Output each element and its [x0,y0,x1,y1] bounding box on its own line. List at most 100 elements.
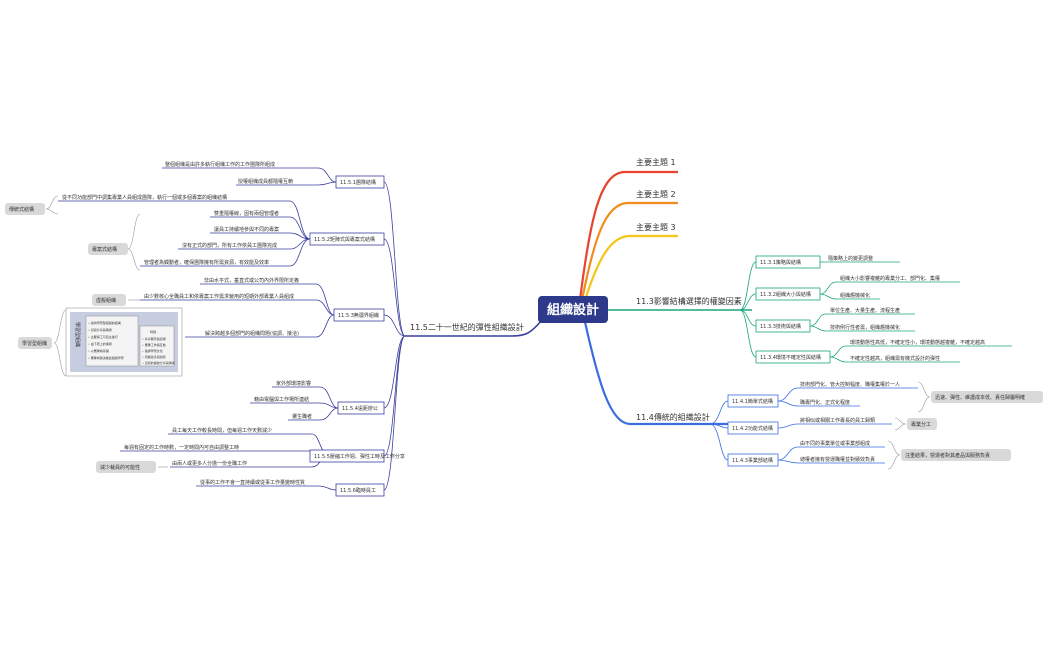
callout-1143-text: 注重結果，營運者對其產品與服務負責 [905,452,990,459]
root-title: 組織設計 [547,302,599,318]
item-1151-1: 授權組織成員都隨權互賴 [238,178,293,185]
item-1131-0: 隨策略上的變更調整 [828,255,873,262]
callout-virtual-org[interactable]: 虛擬組織 [92,294,126,306]
callout-virtual-text: 虛擬組織 [96,297,116,304]
item-1154-2: 遷生職者 [292,413,312,420]
svg-text:• 由下而上的溝通: • 由下而上的溝通 [88,341,112,346]
topic-1[interactable]: 主要主題 1 [636,157,676,167]
svg-text:特徵: 特徵 [150,329,156,334]
node-1151[interactable]: 11.5.1團隊結構 [335,175,385,189]
branch-line-114 [583,321,752,426]
node-1141-label: 11.4.1簡單式結構 [732,398,773,405]
item-1143-1: 總權者擁有營運職權並對績效負責 [800,456,875,463]
item-1155-0: 員工每天工作較長時間，但每週工作天數減少 [172,427,272,434]
item-1133-0: 單位生產、大量生產、流程生產 [830,307,900,314]
item-1143-0: 由不同的事業單位或事業部組成 [800,440,870,447]
node-1134-label: 11.3.4環境不確定性與結構 [760,354,821,361]
callout-1143[interactable]: 注重結果，營運者對其產品與服務負責 [901,449,1011,461]
node-1133-label: 11.3.3技術與結構 [760,323,801,330]
branch-115-label[interactable]: 11.5二十一世紀的彈性組織設計 [410,322,524,332]
svg-text:• 以團隊為基礎: • 以團隊為基礎 [88,348,109,353]
svg-text:• 持續改善與創新: • 持續改善與創新 [142,354,166,359]
image-caption: 學習型組織 [74,322,81,347]
node-1141[interactable]: 11.4.1簡單式結構 [727,394,779,408]
branch-114-label[interactable]: 11.4傳統的組織設計 [636,412,710,422]
image-card-left-text: • 提供學習型組織的結構 • 資訊分享與溝通 • 主要員工可自主進行 • 由下而… [88,320,124,360]
callout-1141-text: 迅速、彈性、維護成本低、責任歸屬明確 [935,394,1025,401]
branch-115-lines [58,167,406,491]
node-1156[interactable]: 11.5.6臨時員工 [335,483,385,497]
callout-learning-org[interactable]: 學習型組織 [18,337,52,349]
node-1131[interactable]: 11.3.1策略與結構 [755,255,821,269]
callout-project-structure[interactable]: 專案式結構 [88,243,128,255]
node-1132-label: 11.3.2組織大小與結構 [760,291,811,298]
svg-text:• 團隊成員決策並組織學習: • 團隊成員決策並組織學習 [88,355,124,360]
svg-text:• 團隊工作與互動: • 團隊工作與互動 [142,342,166,347]
callout-project-text: 專案式結構 [92,246,117,253]
topic-2[interactable]: 主要主題 2 [636,189,676,199]
callout-reduce-layoff[interactable]: 減少裁員的可能性 [96,461,156,473]
item-1132-1: 組織趨機械化 [840,292,870,299]
image-card-right-text: 特徵 • 共享願景與目標 • 團隊工作與互動 • 強調學習文化 • 持續改善與創… [142,329,175,365]
learning-org-image: • 提供學習型組織的結構 • 資訊分享與溝通 • 主要員工可自主進行 • 由下而… [65,307,183,377]
item-1141-1: 職專門化、正式化程度 [800,399,850,406]
item-1152-2: 讓員工持續地參與不同的專案 [214,226,279,233]
node-1134[interactable]: 11.3.4環境不確定性與結構 [755,350,831,364]
branch-113: 11.3影響結構選擇的權變因素 11.3.1策略與結構 隨策略上的變更調整 11… [636,255,1012,364]
svg-text:• 資訊的開放分享與溝通: • 資訊的開放分享與溝通 [142,360,175,365]
branch-line-topic3 [583,234,678,301]
callout-traditional-text: 傳統式結構 [9,206,34,213]
root-node[interactable]: 組織設計 [538,296,608,323]
node-1153[interactable]: 11.5.3無疆界組織 [333,308,385,322]
callout-learning-text: 學習型組織 [22,340,47,347]
node-1154[interactable]: 11.5.4遠距辦公 [337,401,385,415]
callout-brackets-114 [887,381,931,470]
callout-1141[interactable]: 迅速、彈性、維護成本低、責任歸屬明確 [931,391,1043,403]
callout-traditional-structure[interactable]: 傳統式結構 [5,203,45,215]
branch-line-topic2 [580,201,678,301]
node-1153-label: 11.5.3無疆界組織 [338,312,379,319]
item-1142-0: 將相似或相關工作專長的員工歸類 [800,417,875,424]
callout-1142-text: 專業分工 [911,421,931,428]
svg-text:• 資訊分享與溝通: • 資訊分享與溝通 [88,327,112,332]
node-1155[interactable]: 11.5.5壓縮工作週、彈性工時及工作分享 [309,449,405,463]
item-1153-1: 由少數核心全職員工和依專案工作需求僱用的短期外部專業人員組成 [144,293,294,300]
item-1152-0: 從不同功能部門中調集專業人員組成團隊，執行一個或多個專案的組織結構 [62,194,227,201]
node-1132[interactable]: 11.3.2組織大小與結構 [755,287,821,301]
item-1134-1: 不確定性越高，組織需有機式設計的彈性 [850,355,940,362]
topic-3[interactable]: 主要主題 3 [636,222,676,232]
node-1152[interactable]: 11.5.2矩陣式與專案式結構 [309,232,385,246]
item-1155-1: 每週有固定的工作時數，一定時間內可自由調整工時 [124,444,239,451]
branch-line-115 [405,319,543,337]
callout-reduce-text: 減少裁員的可能性 [100,464,140,471]
main-branch-lines [405,170,752,426]
svg-text:• 主要員工可自主進行: • 主要員工可自主進行 [88,334,118,339]
node-1142-label: 11.4.2功能式結構 [732,425,773,432]
branch-114-lines [709,387,918,464]
svg-text:• 共享願景與目標: • 共享願景與目標 [142,336,166,341]
branch-114: 11.4傳統的組織設計 11.4.1簡單式結構 技術部門化、管大控制幅度、職權集… [636,381,1043,470]
top-topics: 主要主題 1 主要主題 2 主要主題 3 [636,157,676,232]
callout-1142[interactable]: 專業分工 [907,418,937,430]
item-1141-0: 技術部門化、管大控制幅度、職權集權於一人 [800,381,900,388]
item-1152-3: 沒有正式的部門，所有工作依員工團隊完成 [182,242,277,249]
item-1151-0: 整個組織是由許多執行組織工作的工作團隊所組成 [165,161,275,168]
svg-text:• 強調學習文化: • 強調學習文化 [142,348,163,353]
item-1134-0: 環境動態性高低，不確定性小，環境動態越複雜，不確定越高 [850,339,985,346]
svg-text:• 提供學習型組織的結構: • 提供學習型組織的結構 [88,320,121,325]
branch-113-lines [739,261,1012,363]
node-1142[interactable]: 11.4.2功能式結構 [727,421,779,435]
item-1153-2: 解決跨越多個部門的組織問題(協調、接洽) [205,330,299,337]
branch-113-label[interactable]: 11.3影響結構選擇的權變因素 [636,296,742,306]
node-1151-label: 11.5.1團隊結構 [340,179,376,186]
node-1154-label: 11.5.4遠距辦公 [342,405,378,412]
item-1133-1: 技術例行性者需，組織趨機械化 [830,324,900,331]
item-1156-0: 從事的工作不會一直持續或從事工作量變時性質 [200,479,305,486]
item-1152-4: 管理者為觸動者，確保團隊擁有所需資源，有效能及效率 [144,259,269,266]
node-1143-label: 11.4.3事業部結構 [732,457,773,464]
node-1143[interactable]: 11.4.3事業部結構 [727,453,779,467]
node-1133[interactable]: 11.3.3技術與結構 [755,319,811,333]
item-1154-0: 家外部環境影響 [276,380,311,387]
node-1131-label: 11.3.1策略與結構 [760,259,801,266]
